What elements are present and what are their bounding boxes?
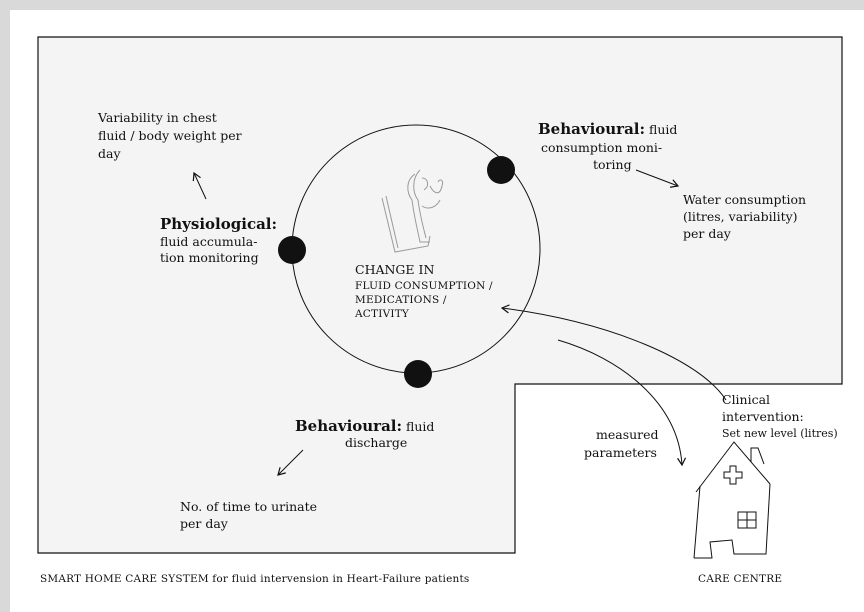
consumption-line-1: consumption moni- bbox=[541, 140, 662, 155]
urinate-line-2: per day bbox=[180, 516, 229, 531]
arrow-to-urinate bbox=[277, 449, 304, 476]
discharge-head-rest: fluid bbox=[402, 419, 434, 434]
arrow-to-water bbox=[635, 169, 680, 188]
arrow-clinical-intervention bbox=[500, 304, 727, 401]
consumption-head: Behavioural: bbox=[538, 120, 645, 138]
center-line-1: FLUID CONSUMPTION / bbox=[355, 280, 493, 292]
variability-line-2: fluid / body weight per bbox=[98, 128, 242, 143]
care-centre-label: CARE CENTRE bbox=[698, 573, 782, 585]
physiological-line-1: fluid accumula- bbox=[160, 234, 257, 249]
caption: SMART HOME CARE SYSTEM for fluid interve… bbox=[40, 573, 469, 585]
measured-line-1: measured bbox=[596, 427, 659, 442]
diagram-svg: CHANGE IN FLUID CONSUMPTION / MEDICATION… bbox=[37, 36, 843, 585]
clinical-line-1: Clinical bbox=[722, 392, 770, 407]
node-physiological bbox=[278, 236, 306, 264]
consumption-head-rest: fluid bbox=[645, 122, 677, 137]
diagram-canvas: CHANGE IN FLUID CONSUMPTION / MEDICATION… bbox=[10, 10, 864, 612]
water-line-1: Water consumption bbox=[683, 192, 806, 207]
variability-line-3: day bbox=[98, 146, 121, 161]
care-centre-building-icon bbox=[693, 441, 771, 559]
consumption-heading: Behavioural: fluid bbox=[538, 120, 677, 138]
arrow-measured-parameters bbox=[557, 339, 687, 467]
measured-line-2: parameters bbox=[584, 445, 657, 460]
discharge-heading: Behavioural: fluid bbox=[295, 417, 434, 435]
consumption-line-2: toring bbox=[593, 157, 632, 172]
clinical-line-3: Set new level (litres) bbox=[722, 427, 838, 440]
water-line-2: (litres, variability) bbox=[683, 209, 798, 224]
variability-line-1: Variability in chest bbox=[97, 110, 217, 125]
discharge-line-1: discharge bbox=[345, 435, 407, 450]
center-title: CHANGE IN bbox=[355, 262, 434, 277]
water-line-3: per day bbox=[683, 226, 732, 241]
urinate-line-1: No. of time to urinate bbox=[180, 499, 317, 514]
node-discharge bbox=[404, 360, 432, 388]
physiological-line-2: tion monitoring bbox=[160, 250, 259, 265]
center-line-2: MEDICATIONS / bbox=[355, 294, 447, 306]
patient-sketch-icon bbox=[381, 169, 443, 253]
discharge-head: Behavioural: bbox=[295, 417, 402, 435]
home-boundary bbox=[37, 36, 843, 554]
center-line-3: ACTIVITY bbox=[354, 308, 410, 320]
clinical-line-2: intervention: bbox=[722, 409, 804, 424]
node-consumption bbox=[487, 156, 515, 184]
arrow-to-variability bbox=[192, 171, 207, 200]
physiological-head: Physiological: bbox=[160, 215, 277, 233]
